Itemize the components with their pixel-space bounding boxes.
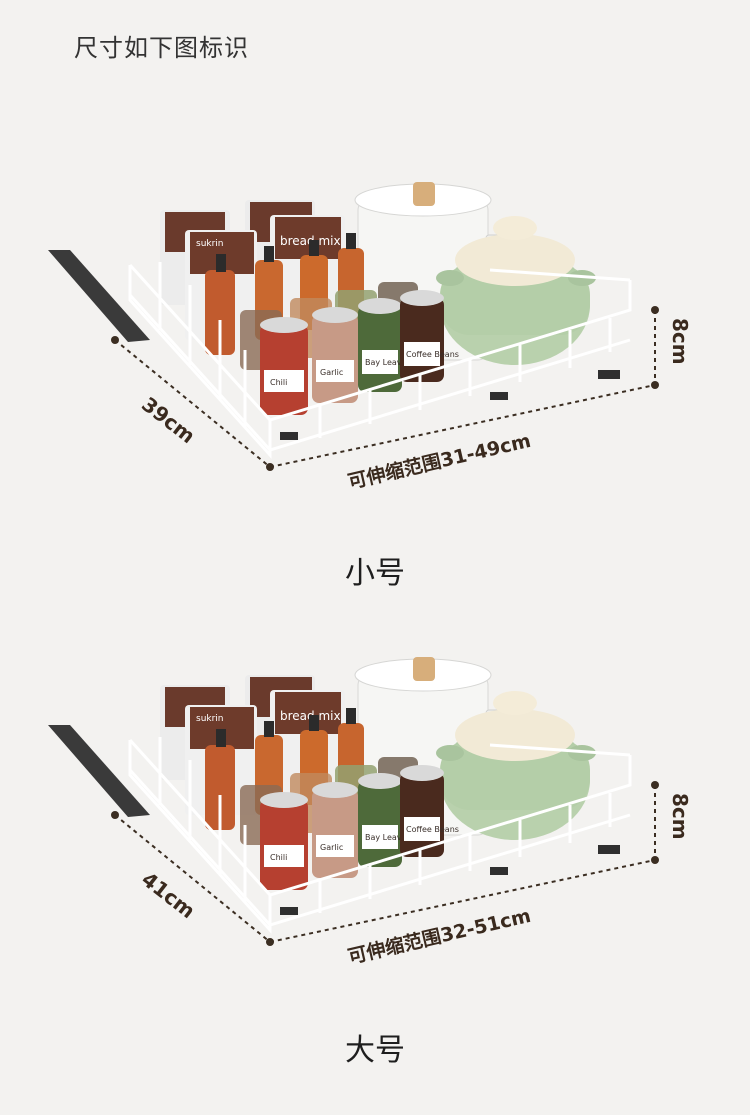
dimension-dots — [111, 306, 659, 471]
jar-label-garlic: Garlic — [320, 368, 343, 377]
jar-label-garlic: Garlic — [320, 843, 343, 852]
dimension-lines — [114, 785, 656, 943]
basket-feet — [280, 370, 620, 440]
slide-rail — [48, 725, 150, 817]
spice-jars: Chili Garlic Bay Leaves Coffee Beans — [240, 282, 459, 415]
product-panel-large: sukrin bread mix — [0, 645, 750, 1115]
basket-illustration-small: sukrin bread mix — [48, 182, 659, 471]
page-heading: 尺寸如下图标识 — [74, 34, 249, 62]
dimension-dots — [111, 781, 659, 946]
pack-brand-text: sukrin — [196, 239, 224, 249]
height-label: 8cm — [668, 793, 692, 840]
height-label: 8cm — [668, 318, 692, 365]
size-label-large: 大号 — [345, 1033, 405, 1068]
jar-label-coffee: Coffee Beans — [406, 350, 459, 359]
basket-illustration-large: sukrin bread mix — [48, 657, 659, 946]
spice-jars: Chili Garlic Bay Leaves Coffee Beans — [240, 757, 459, 890]
product-panel-small: sukrin bread mix — [0, 170, 750, 640]
jar-label-chili: Chili — [270, 853, 287, 862]
jar-label-coffee: Coffee Beans — [406, 825, 459, 834]
wire-basket — [128, 737, 632, 934]
slide-rail — [48, 250, 150, 342]
jar-label-bay: Bay Leaves — [365, 358, 411, 367]
green-clay-pot — [436, 691, 596, 840]
pack-brand-text: sukrin — [196, 714, 224, 724]
jar-label-bay: Bay Leaves — [365, 833, 411, 842]
basket-feet — [280, 845, 620, 915]
jar-label-chili: Chili — [270, 378, 287, 387]
wire-basket — [128, 262, 632, 459]
size-label-small: 小号 — [345, 556, 405, 591]
dimension-lines — [114, 310, 656, 468]
